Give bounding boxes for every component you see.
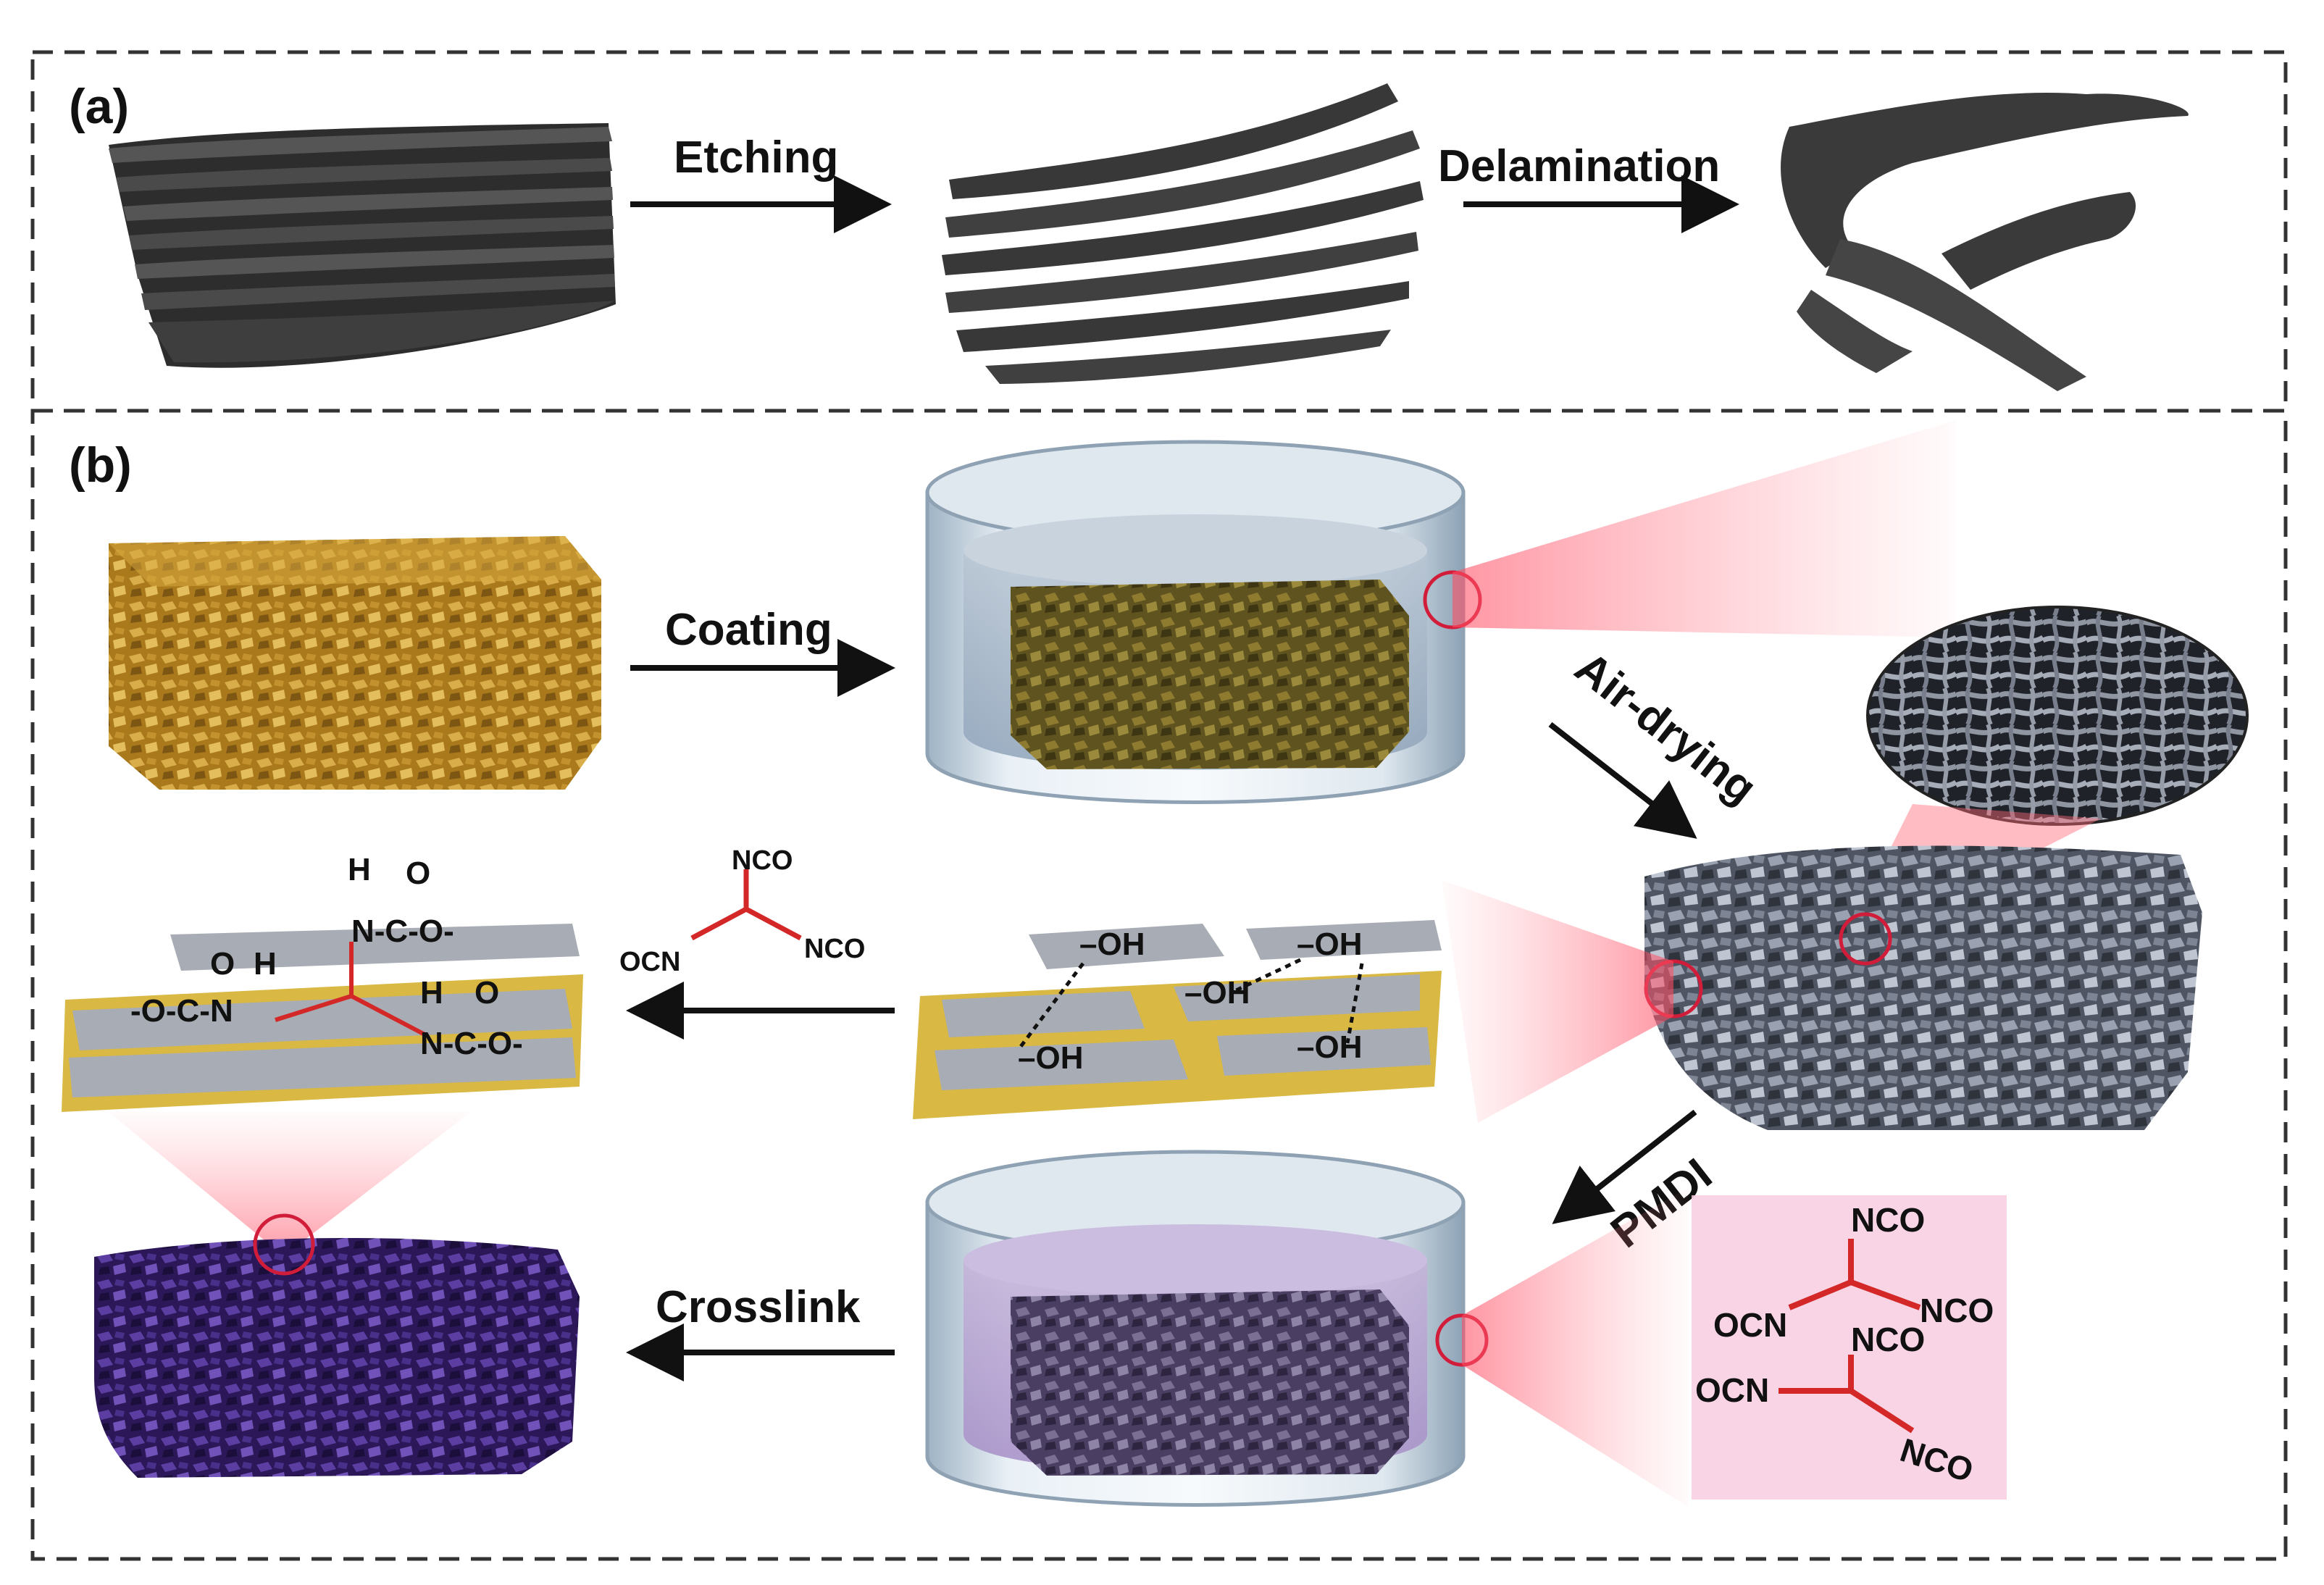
pmdi-upper-nco-right: NCO bbox=[1920, 1292, 1994, 1329]
mxene-coated-sponge bbox=[1644, 845, 2202, 1130]
hydroxyl-label-5: –OH bbox=[1297, 1029, 1362, 1065]
panel-b-label: (b) bbox=[69, 438, 132, 493]
bonding-zoom-beam bbox=[1442, 880, 1673, 1123]
urethane-top-h: H bbox=[348, 852, 371, 887]
coating-beaker bbox=[925, 440, 1466, 804]
etched-multilayer bbox=[942, 83, 1424, 384]
hydroxyl-label-4: –OH bbox=[1018, 1040, 1083, 1076]
air-drying-label: Air-drying bbox=[1566, 643, 1765, 814]
pmdi-arrow bbox=[1552, 1109, 1697, 1224]
pmdi-beaker bbox=[925, 1150, 1466, 1507]
pmdi-zoom-beam bbox=[1462, 1188, 1688, 1507]
urethane-right-o: O bbox=[475, 975, 499, 1011]
urethane-left-o: O bbox=[210, 946, 235, 982]
pmdi-upper-ocn: OCN bbox=[1713, 1306, 1787, 1344]
coating-label: Coating bbox=[665, 605, 832, 655]
panel-a-label: (a) bbox=[69, 79, 129, 134]
urethane-top-chain: N-C-O- bbox=[351, 913, 454, 949]
pmdi-molecule-lower bbox=[1778, 1355, 1915, 1434]
nco-label-small-right: NCO bbox=[804, 934, 865, 964]
hydroxyl-label-2: –OH bbox=[1297, 927, 1362, 962]
crosslinked-aerogel bbox=[94, 1237, 580, 1478]
urethane-left-h: H bbox=[254, 946, 277, 982]
pmdi-molecule-small bbox=[690, 869, 802, 941]
panel-b-frame bbox=[30, 409, 2288, 1561]
urethane-top-o: O bbox=[406, 856, 430, 891]
delaminated-nanosheets bbox=[1781, 93, 2189, 391]
crosslink-zoom-marker bbox=[253, 1213, 315, 1276]
pore-zoom-marker bbox=[1839, 912, 1892, 966]
wood-sponge-template bbox=[109, 536, 601, 790]
hydrogen-bonded-layers bbox=[913, 920, 1442, 1119]
pmdi-upper-nco-top: NCO bbox=[1851, 1201, 1925, 1239]
nco-label-small-top: NCO bbox=[732, 845, 793, 876]
ocn-label-small: OCN bbox=[619, 947, 680, 977]
crosslink-zoom-beam bbox=[109, 1112, 471, 1245]
bulk-max-phase-stack bbox=[109, 123, 616, 368]
porous-structure-zoom bbox=[1866, 606, 2249, 826]
pmdi-lower-ocn: OCN bbox=[1695, 1371, 1769, 1409]
coating-zoom-beam bbox=[1452, 420, 1956, 637]
etching-label: Etching bbox=[674, 133, 838, 183]
hydroxyl-label-1: –OH bbox=[1079, 927, 1145, 962]
hydroxyl-label-3: –OH bbox=[1184, 975, 1250, 1011]
crosslink-label: Crosslink bbox=[656, 1282, 861, 1332]
pmdi-lower-nco-top: NCO bbox=[1851, 1321, 1925, 1358]
pmdi-molecule-upper bbox=[1788, 1239, 1921, 1310]
delamination-label: Delamination bbox=[1438, 141, 1720, 191]
urethane-right-h: H bbox=[420, 975, 443, 1011]
urethane-crosslinked-layers bbox=[62, 924, 583, 1112]
urethane-right-chain: N-C-O- bbox=[420, 1026, 523, 1061]
urethane-left-chain: -O-C-N bbox=[130, 993, 233, 1029]
air-drying-arrow bbox=[1548, 722, 1697, 839]
